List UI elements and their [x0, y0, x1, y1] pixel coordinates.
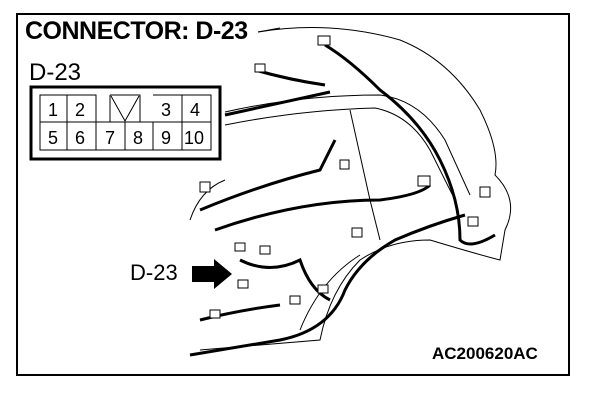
pin-10: 10: [184, 128, 204, 148]
pin-5: 5: [48, 128, 58, 148]
pin-1: 1: [48, 100, 58, 120]
connector-label: D-23: [29, 59, 82, 86]
pin-3: 3: [161, 100, 171, 120]
pin-7: 7: [105, 128, 115, 148]
figure-code: AC200620AC: [432, 344, 538, 363]
pin-2: 2: [75, 100, 85, 120]
pin-6: 6: [75, 128, 85, 148]
connector-face: [29, 85, 222, 161]
pin-4: 4: [190, 100, 200, 120]
pin-8: 8: [133, 128, 143, 148]
callout-label: D-23: [130, 260, 178, 285]
pointer-arrow: [192, 259, 232, 289]
connector-pins: 1 2 3 4 5 6 7 8 9 10: [48, 100, 204, 148]
diagram-frame: [16, 13, 570, 376]
page-title: CONNECTOR: D-23: [25, 17, 248, 45]
pin-9: 9: [161, 128, 171, 148]
